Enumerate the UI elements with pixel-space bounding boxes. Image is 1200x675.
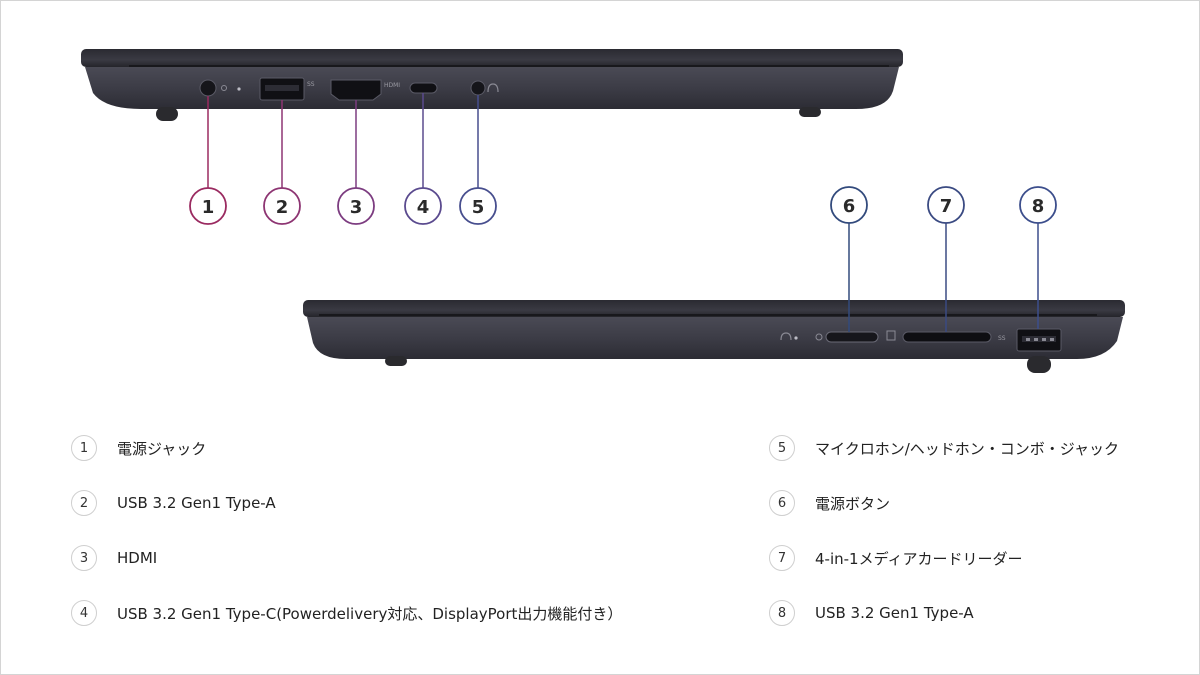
leader-lines [207, 93, 1039, 332]
usb-a-tongue [265, 85, 299, 91]
callout-number: 8 [1032, 196, 1045, 217]
power-jack-port [199, 79, 217, 97]
lid-seam [319, 314, 1097, 316]
headset-icon [487, 83, 499, 93]
legend-item: 6 電源ボタン [769, 486, 1119, 520]
power-icon [815, 333, 823, 341]
usb-c-port [409, 82, 438, 94]
legend-item: 2 USB 3.2 Gen1 Type-A [71, 486, 622, 520]
power-button[interactable] [825, 331, 879, 343]
card-reader-slot[interactable] [902, 331, 992, 343]
legend-right: 5 マイクロホン/ヘッドホン・コンボ・ジャック 6 電源ボタン 7 4-in-1… [769, 431, 1119, 651]
legend-number: 2 [71, 490, 97, 516]
hdmi-label: HDMI [384, 82, 400, 89]
legend-item: 3 HDMI [71, 541, 622, 575]
legend-number: 8 [769, 600, 795, 626]
legend-text: 電源ジャック [117, 439, 207, 458]
legend-text: USB 3.2 Gen1 Type-A [815, 604, 974, 622]
callout-number: 1 [202, 197, 215, 218]
legend-number: 4 [71, 600, 97, 626]
hdmi-port [330, 79, 382, 101]
port-diagram: SS HDMI SS [81, 49, 1125, 373]
callout-number: 3 [350, 197, 363, 218]
status-led [237, 87, 241, 91]
legend-number: 5 [769, 435, 795, 461]
legend-item: 5 マイクロホン/ヘッドホン・コンボ・ジャック [769, 431, 1119, 465]
legend-text: 電源ボタン [815, 494, 891, 513]
laptop-right-side: SS [303, 300, 1125, 373]
callout-number: 4 [417, 197, 430, 218]
legend-text: USB 3.2 Gen1 Type-C(Powerdelivery対応、Disp… [117, 604, 623, 623]
callout-2: 2 [263, 187, 301, 225]
legend-text: 4-in-1メディアカードリーダー [815, 549, 1023, 568]
legend-number: 1 [71, 435, 97, 461]
legend-item: 4 USB 3.2 Gen1 Type-C(Powerdelivery対応、Di… [71, 596, 622, 630]
usb-ss-label: SS [998, 335, 1006, 342]
callout-number: 7 [940, 196, 953, 217]
laptop-base [307, 317, 1123, 359]
callout-3: 3 [337, 187, 375, 225]
status-led [794, 336, 798, 340]
callout-6: 6 [830, 186, 868, 224]
callout-4: 4 [404, 187, 442, 225]
usb-a-tongue [1022, 336, 1056, 342]
legend-item: 7 4-in-1メディアカードリーダー [769, 541, 1119, 575]
callout-1: 1 [189, 187, 227, 225]
legend-item: 1 電源ジャック [71, 431, 622, 465]
laptop-foot [156, 107, 178, 121]
audio-jack-port [470, 80, 486, 96]
sd-card-icon [886, 330, 896, 341]
legend-number: 7 [769, 545, 795, 571]
legend-text: HDMI [117, 549, 158, 567]
legend-text: マイクロホン/ヘッドホン・コンボ・ジャック [815, 439, 1120, 458]
legend-text: USB 3.2 Gen1 Type-A [117, 494, 276, 512]
laptop-lid [303, 300, 1125, 317]
legend-number: 6 [769, 490, 795, 516]
laptop-lid [81, 49, 903, 67]
usb-ss-label: SS [307, 81, 315, 88]
callout-7: 7 [927, 186, 965, 224]
legend-left: 1 電源ジャック 2 USB 3.2 Gen1 Type-A 3 HDMI 4 … [71, 431, 622, 651]
power-icon [221, 85, 227, 91]
callout-number: 2 [276, 197, 289, 218]
laptop-foot [385, 356, 407, 366]
legend-item: 8 USB 3.2 Gen1 Type-A [769, 596, 1119, 630]
callout-8: 8 [1019, 186, 1057, 224]
headset-icon [780, 332, 792, 341]
callout-5: 5 [459, 187, 497, 225]
callout-number: 6 [843, 196, 856, 217]
lid-seam [129, 65, 889, 67]
laptop-left-side: SS HDMI [81, 49, 903, 121]
legend-number: 3 [71, 545, 97, 571]
callout-number: 5 [472, 197, 485, 218]
laptop-foot [1027, 356, 1051, 373]
laptop-foot [799, 107, 821, 117]
